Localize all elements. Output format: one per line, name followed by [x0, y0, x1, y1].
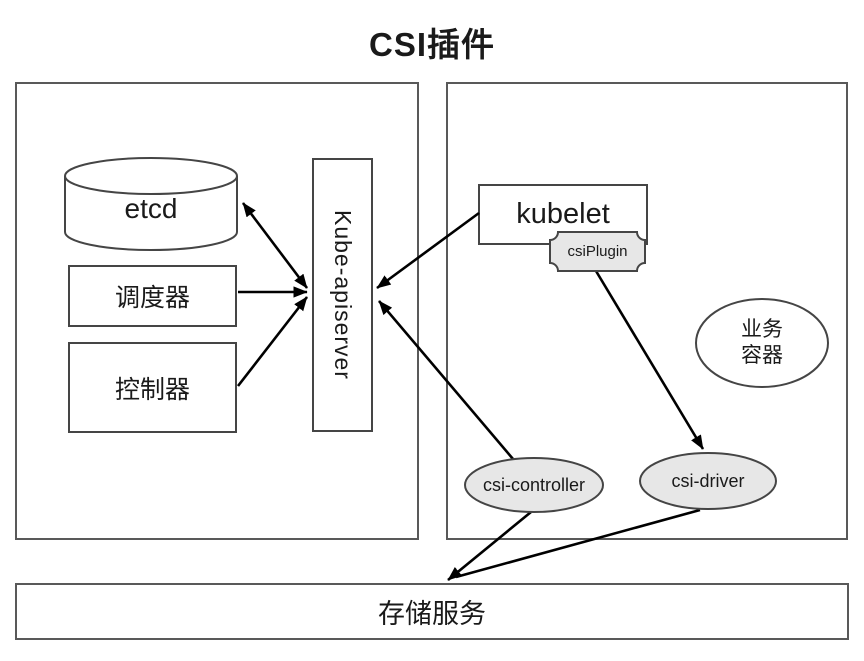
scheduler-box: 调度器 [68, 265, 237, 327]
storage-service-box: 存储服务 [15, 583, 849, 640]
controller-box: 控制器 [68, 342, 237, 433]
controller-label: 控制器 [114, 375, 190, 404]
kube-apiserver-box: Kube-apiserver [312, 158, 373, 432]
csi-plugin-badge [549, 231, 646, 272]
arrow-controller-apiserver [236, 296, 309, 387]
diagram-title: CSI插件 [368, 26, 495, 63]
storage-service-label: 存储服务 [378, 599, 486, 629]
arrow-csi-controller-apiserver [378, 300, 514, 460]
kubelet-label: kubelet [516, 198, 610, 230]
kube-apiserver-label: Kube-apiserver [330, 210, 356, 380]
business-container-ellipse [695, 298, 829, 388]
etcd-cylinder [64, 157, 238, 251]
csi-controller-ellipse [464, 457, 604, 513]
arrow-kubelet-apiserver [376, 211, 480, 290]
arrow-csi-driver-storage [455, 508, 701, 579]
csi-driver-ellipse [639, 452, 777, 510]
arrow-etcd-apiserver [241, 202, 309, 289]
arrow-csi-controller-storage [447, 510, 532, 582]
scheduler-label: 调度器 [114, 284, 190, 312]
arrow-csiplugin-csi-driver [594, 270, 705, 450]
